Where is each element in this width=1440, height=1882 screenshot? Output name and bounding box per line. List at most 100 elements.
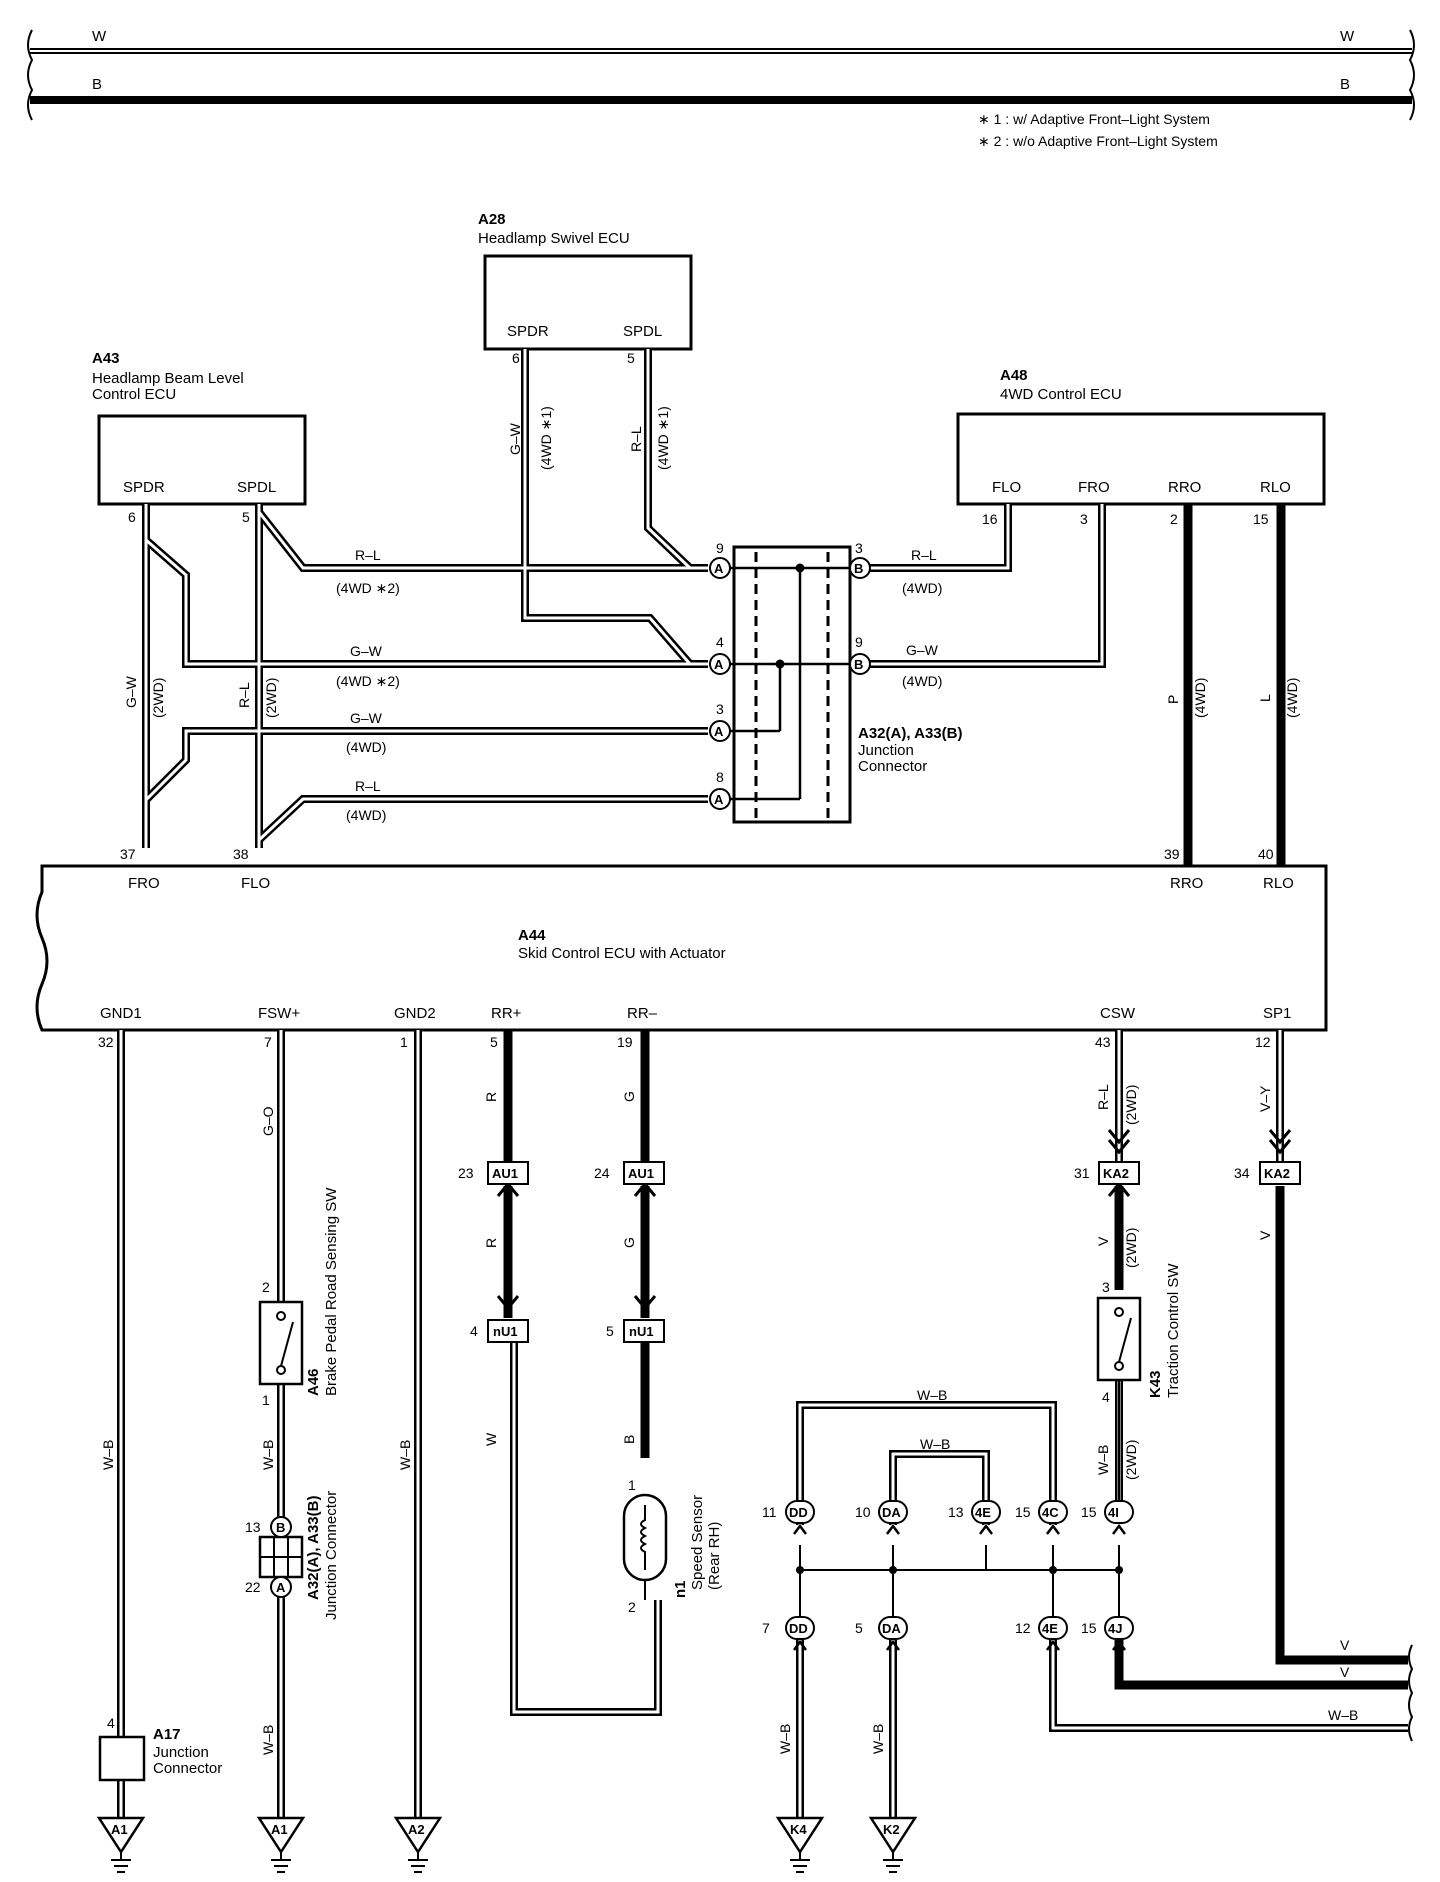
exit-v-2: V	[1340, 1664, 1350, 1680]
a32b-name: Junction Connector	[323, 1491, 340, 1620]
a44-num-37: 37	[120, 846, 136, 862]
a44-pin-sp1: SP1	[1263, 1005, 1291, 1022]
a44-num-1: 1	[400, 1034, 408, 1050]
conn-nu1-4: nU1 4	[470, 1319, 529, 1343]
a48-num-2: 2	[1170, 511, 1178, 527]
a48-pin-rlo: RLO	[1260, 479, 1291, 496]
bus-w-right-label: W	[1340, 28, 1355, 45]
wire-g2: G	[621, 1237, 637, 1248]
svg-text:A1: A1	[271, 1822, 288, 1837]
a44-num-40: 40	[1258, 846, 1274, 862]
jc-num-b3: 3	[855, 540, 863, 556]
svg-text:K2: K2	[883, 1822, 900, 1837]
svg-text:15: 15	[1081, 1504, 1097, 1520]
wire-b: B	[621, 1435, 637, 1444]
n1-pin-1: 1	[628, 1477, 636, 1493]
wire-l: L	[1257, 694, 1273, 702]
a44-code: A44	[518, 927, 546, 944]
a44-pin-fro: FRO	[128, 875, 160, 892]
a44-pin-fswp: FSW+	[258, 1005, 300, 1022]
a43-pin-spdr: SPDR	[123, 479, 165, 496]
wire-c-4wd-l: (4WD)	[1284, 678, 1300, 718]
a44-pin-rrp: RR+	[491, 1005, 522, 1022]
wire-w: W	[483, 1432, 499, 1446]
a44-pin-flo: FLO	[241, 875, 270, 892]
a43-num-6: 6	[128, 509, 136, 525]
wire-c-2wd-k43: (2WD)	[1123, 1440, 1139, 1480]
wire-gw-a28: G–W	[507, 422, 523, 455]
a44-skid-control-ecu: A44 Skid Control ECU with Actuator FRO F…	[35, 846, 1328, 1050]
wire-vy: V–Y	[1257, 1085, 1273, 1112]
conn-bot-dd-0: DD7	[762, 1616, 815, 1651]
a44-pin-rrm: RR–	[627, 1005, 658, 1022]
bus-b-left-label: B	[92, 76, 102, 93]
k43-pin-3: 3	[1102, 1279, 1110, 1295]
upper-wiring	[142, 349, 1286, 866]
svg-text:31: 31	[1074, 1165, 1090, 1181]
wire-v-csw: V	[1095, 1236, 1111, 1246]
a17-junction-connector: 4 A17 Junction Connector	[98, 1715, 222, 1782]
svg-text:24: 24	[594, 1165, 610, 1181]
a17-name2: Connector	[153, 1760, 222, 1777]
a46-brake-pedal-sw: 2 1 A46 Brake Pedal Road Sensing SW	[258, 1187, 340, 1408]
a43-name2: Control ECU	[92, 386, 176, 403]
a44-pin-csw: CSW	[1100, 1005, 1136, 1022]
conn-au1-24: AU1 24	[594, 1161, 665, 1185]
svg-text:A: A	[714, 657, 724, 672]
jc-pin-a-3: A	[709, 720, 731, 742]
k43-code: K43	[1147, 1370, 1164, 1398]
a28-pin-spdr: SPDR	[507, 323, 549, 340]
a32b-pin-13: 13	[245, 1519, 261, 1535]
svg-text:4E: 4E	[975, 1505, 991, 1520]
wire-c-4wd-2: (4WD)	[346, 807, 386, 823]
a28-num-5: 5	[627, 350, 635, 366]
a32b-pin-22: 22	[245, 1579, 261, 1595]
n1-speed-sensor: 1 2 n1 Speed Sensor (Rear RH)	[622, 1477, 723, 1615]
a48-num-16: 16	[982, 511, 998, 527]
wire-gw-1: G–W	[350, 643, 383, 659]
svg-text:A: A	[714, 724, 724, 739]
bus-w-left-label: W	[92, 28, 107, 45]
a44-pin-rlo: RLO	[1263, 875, 1294, 892]
a17-code: A17	[153, 1726, 181, 1743]
svg-text:A: A	[276, 1580, 286, 1595]
svg-text:DA: DA	[882, 1505, 901, 1520]
svg-text:5: 5	[855, 1620, 863, 1636]
ground-a2-2: A2	[393, 1816, 443, 1873]
a48-pin-flo: FLO	[992, 479, 1021, 496]
svg-text:10: 10	[855, 1504, 871, 1520]
n1-code: n1	[672, 1580, 689, 1598]
a46-pin-1: 1	[262, 1392, 270, 1408]
a17-pin-4: 4	[107, 1715, 115, 1731]
note-2: ∗ 2 : w/o Adaptive Front–Light System	[978, 133, 1218, 149]
wire-wb-k43: W–B	[1095, 1445, 1111, 1475]
svg-text:A1: A1	[111, 1822, 128, 1837]
a44-num-19: 19	[617, 1034, 633, 1050]
a28-code: A28	[478, 211, 506, 228]
svg-text:AU1: AU1	[628, 1166, 654, 1181]
a44-pin-rro: RRO	[1170, 875, 1203, 892]
wire-rl-b: R–L	[911, 547, 937, 563]
svg-text:KA2: KA2	[1103, 1166, 1129, 1181]
wire-go: G–O	[260, 1106, 276, 1136]
conn-top-da-1: DA 10	[855, 1500, 908, 1535]
a44-num-39: 39	[1164, 846, 1180, 862]
a44-num-12: 12	[1255, 1034, 1271, 1050]
a48-name: 4WD Control ECU	[1000, 386, 1122, 403]
a28-num-6: 6	[512, 350, 520, 366]
wire-c-2wd-v: (2WD)	[1123, 1228, 1139, 1268]
wire-rl-2: R–L	[355, 778, 381, 794]
svg-text:4C: 4C	[1042, 1505, 1059, 1520]
svg-text:A: A	[714, 561, 724, 576]
wire-c-2wd-1: (2WD)	[150, 678, 166, 718]
wire-c-4wd-b1: (4WD)	[902, 580, 942, 596]
wire-g1: G	[621, 1091, 637, 1102]
wire-c-4wd-1: (4WD)	[346, 739, 386, 755]
ground-a1-1: A1	[256, 1816, 306, 1873]
wire-wb-fsw2: W–B	[260, 1725, 276, 1755]
svg-text:B: B	[854, 657, 863, 672]
a28-name: Headlamp Swivel ECU	[478, 230, 630, 247]
